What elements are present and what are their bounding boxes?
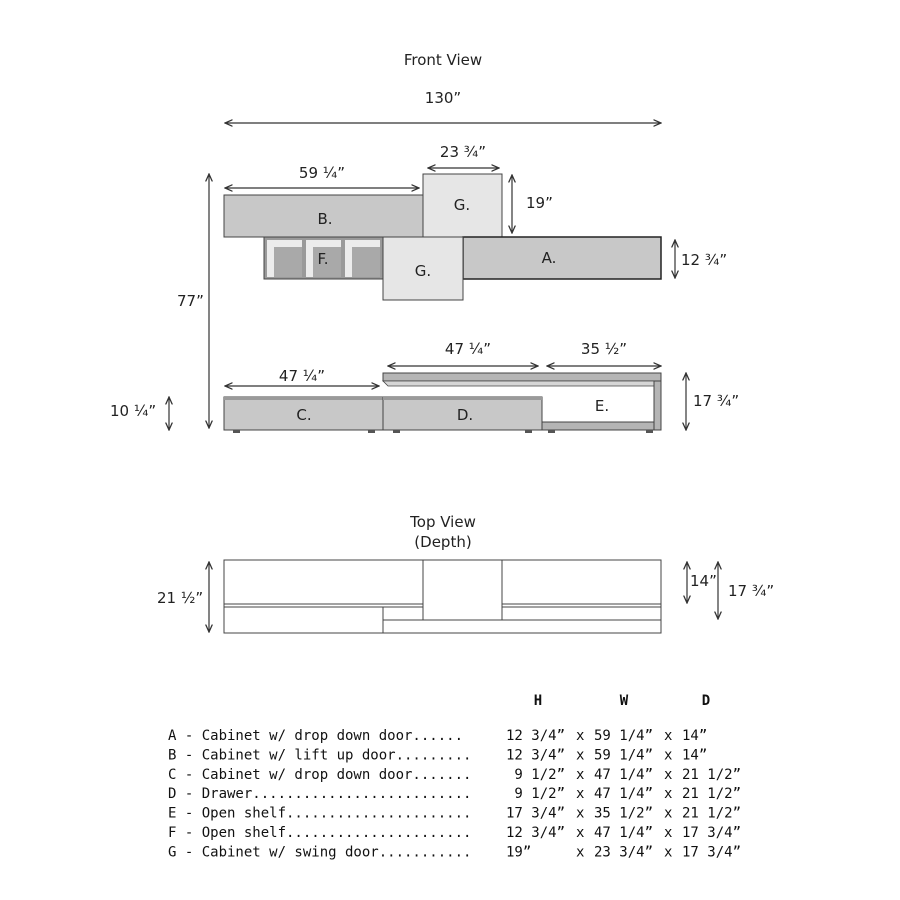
spec-row-sep: x — [576, 728, 584, 744]
top-view-subtitle: (Depth) — [414, 533, 471, 551]
dim-e-width-label: 35 ½” — [581, 340, 627, 358]
top-view-outline — [223, 559, 662, 634]
spec-row-label: A - Cabinet w/ drop down door...... — [168, 728, 463, 744]
spec-row-w: 47 1/4” — [594, 825, 653, 841]
front-view-title: Front View — [404, 51, 482, 69]
open-shelf-e — [382, 372, 662, 431]
spec-row-sep: x — [664, 767, 672, 783]
cabinet-a-label: A. — [542, 249, 557, 267]
spec-row-sep: x — [664, 786, 672, 802]
dim-total-height-label: 77” — [177, 292, 204, 310]
spec-row-d: 17 3/4” — [682, 844, 741, 860]
spec-row-label: C - Cabinet w/ drop down door....... — [168, 767, 471, 783]
spec-row-label: F - Open shelf...................... — [168, 825, 471, 841]
open-shelf-e-label: E. — [595, 397, 609, 415]
spec-row-sep: x — [576, 844, 584, 860]
dim-b-width-label: 59 ¼” — [299, 164, 345, 182]
dim-a-height-label: 12 ¾” — [681, 251, 727, 269]
dim-shelf-depth-label: 17 ¾” — [728, 582, 774, 600]
dim-c-width-label: 47 ¼” — [279, 367, 325, 385]
spec-row-w: 59 1/4” — [594, 747, 653, 763]
spec-row-w: 35 1/2” — [594, 806, 653, 822]
drawer-d-label: D. — [457, 406, 473, 424]
cabinet-g-bottom — [382, 236, 464, 301]
drawer-d-top-edge — [383, 397, 542, 400]
cabinet-c-label: C. — [296, 406, 311, 424]
spec-row-sep: x — [576, 747, 584, 763]
spec-row-label: E - Open shelf...................... — [168, 806, 471, 822]
spec-row-h: 17 3/4” — [506, 806, 565, 822]
dim-d-width-label: 47 ¼” — [445, 340, 491, 358]
spec-row-d: 21 1/2” — [682, 767, 741, 783]
cabinet-c-top-edge — [224, 397, 383, 400]
cabinet-g-top — [422, 173, 503, 238]
cabinet-b-label: B. — [317, 210, 332, 228]
spec-header-w: W — [620, 693, 629, 709]
dim-total-depth-label: 21 ½” — [157, 589, 203, 607]
dim-c-height-label: 10 ¼” — [110, 402, 156, 420]
dim-g-width-label: 23 ¾” — [440, 143, 486, 161]
spec-row-w: 23 3/4” — [594, 844, 653, 860]
spec-row-sep: x — [576, 806, 584, 822]
spec-row-h: 9 1/2” — [506, 767, 565, 783]
cabinet-a — [462, 236, 662, 280]
spec-row-sep: x — [576, 825, 584, 841]
spec-row-d: 17 3/4” — [682, 825, 741, 841]
spec-row-h: 12 3/4” — [506, 728, 565, 744]
spec-row-sep: x — [664, 728, 672, 744]
top-view-title: Top View — [409, 513, 476, 531]
spec-row-sep: x — [664, 844, 672, 860]
cabinet-c — [223, 396, 384, 431]
spec-row-h: 12 3/4” — [506, 825, 565, 841]
spec-row-label: B - Cabinet w/ lift up door......... — [168, 747, 471, 763]
spec-row-d: 21 1/2” — [682, 806, 741, 822]
spec-row-w: 47 1/4” — [594, 767, 653, 783]
spec-header-d: D — [702, 693, 710, 709]
spec-row-label: D - Drawer.......................... — [168, 786, 471, 802]
spec-rows: A - Cabinet w/ drop down door...... 12 3/… — [168, 728, 741, 860]
cabinet-g-bottom-label: G. — [415, 262, 431, 280]
cabinet-g-top-label: G. — [454, 196, 470, 214]
dim-total-width-label: 130” — [425, 89, 461, 107]
spec-row-w: 59 1/4” — [594, 728, 653, 744]
spec-row-h: 9 1/2” — [506, 786, 565, 802]
spec-row-w: 47 1/4” — [594, 786, 653, 802]
spec-table: H W D A - Cabinet w/ drop down door.....… — [168, 693, 741, 860]
spec-row-h: 19” — [506, 844, 557, 860]
spec-row-label: G - Cabinet w/ swing door........... — [168, 844, 471, 860]
spec-row-sep: x — [664, 806, 672, 822]
spec-row-sep: x — [664, 747, 672, 763]
spec-row-d: 21 1/2” — [682, 786, 741, 802]
dim-g-height-label: 19” — [526, 194, 553, 212]
spec-row-d: 14” — [682, 747, 707, 763]
spec-row-d: 14” — [682, 728, 707, 744]
spec-row-sep: x — [576, 767, 584, 783]
dim-upper-depth-label: 14” — [690, 572, 717, 590]
open-shelf-f-label: F. — [318, 250, 329, 268]
spec-row-sep: x — [664, 825, 672, 841]
feet — [233, 430, 653, 433]
spec-row-h: 12 3/4” — [506, 747, 565, 763]
spec-row-sep: x — [576, 786, 584, 802]
dim-e-height-label: 17 ¾” — [693, 392, 739, 410]
open-shelf-f — [263, 236, 384, 280]
spec-header-h: H — [534, 693, 542, 709]
